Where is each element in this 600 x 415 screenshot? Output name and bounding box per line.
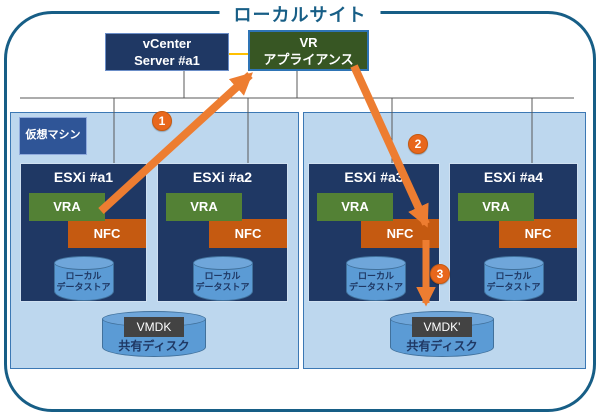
vcenter-label-line1: vCenter xyxy=(142,36,192,51)
esxi-host-title: ESXi #a3 xyxy=(344,169,404,185)
virtual-machine-box: 仮想マシン xyxy=(19,117,87,155)
shared-disk-label: 共有ディスク xyxy=(406,339,478,353)
esxi-host-title: ESXi #a2 xyxy=(192,169,253,185)
vmdk-prime-box: VMDK' xyxy=(412,317,472,337)
vra-box: VRA xyxy=(317,193,393,221)
esxi-host-title: ESXi #a4 xyxy=(483,169,544,185)
shared-disk-label: 共有ディスク xyxy=(118,339,190,353)
local-datastore-label: ローカル データストア xyxy=(56,271,111,292)
esxi-host-a2: ESXi #a2 VRA NFC ローカル データストア xyxy=(157,163,288,302)
vr-label-line2: アプライアンス xyxy=(263,51,354,67)
nfc-box: NFC xyxy=(499,219,577,248)
local-datastore-label: ローカル データストア xyxy=(195,271,250,292)
vra-box: VRA xyxy=(458,193,534,221)
nfc-box: NFC xyxy=(68,219,146,248)
local-datastore-cylinder: ローカル データストア xyxy=(346,256,406,301)
vmdk-box: VMDK xyxy=(124,317,184,337)
esxi-host-a4: ESXi #a4 VRA NFC ローカル データストア xyxy=(449,163,578,302)
cylinder-top xyxy=(483,256,544,270)
cylinder-top xyxy=(192,256,253,270)
shared-disk-right: VMDK' 共有ディスク xyxy=(390,311,494,357)
cylinder-body xyxy=(53,263,114,301)
vr-appliance-box: VR アプライアンス xyxy=(248,30,369,71)
local-datastore-cylinder: ローカル データストア xyxy=(53,256,114,301)
local-datastore-label: ローカル データストア xyxy=(348,271,403,292)
shared-disk-left: VMDK 共有ディスク xyxy=(102,311,206,357)
step-3-badge: 3 xyxy=(430,264,450,284)
esxi-host-a3: ESXi #a3 VRA NFC ローカル データストア xyxy=(308,163,440,302)
nfc-box: NFC xyxy=(361,219,439,248)
vcenter-server-box: vCenter Server #a1 xyxy=(105,33,229,71)
step-2-badge: 2 xyxy=(408,134,428,154)
local-datastore-cylinder: ローカル データストア xyxy=(192,256,253,301)
vra-box: VRA xyxy=(166,193,242,221)
local-datastore-label: ローカル データストア xyxy=(486,271,541,292)
esxi-host-title: ESXi #a1 xyxy=(53,169,114,185)
vra-box: VRA xyxy=(29,193,105,221)
local-datastore-cylinder: ローカル データストア xyxy=(483,256,544,301)
esxi-host-a1: ESXi #a1 VRA NFC ローカル データストア xyxy=(20,163,147,302)
cylinder-top xyxy=(346,256,406,270)
vcenter-label-line2: Server #a1 xyxy=(134,53,200,68)
vr-label-line1: VR xyxy=(299,34,318,50)
nfc-box: NFC xyxy=(209,219,287,248)
step-1-badge: 1 xyxy=(152,111,172,131)
cylinder-top xyxy=(53,256,114,270)
page-title: ローカルサイト xyxy=(219,1,381,27)
